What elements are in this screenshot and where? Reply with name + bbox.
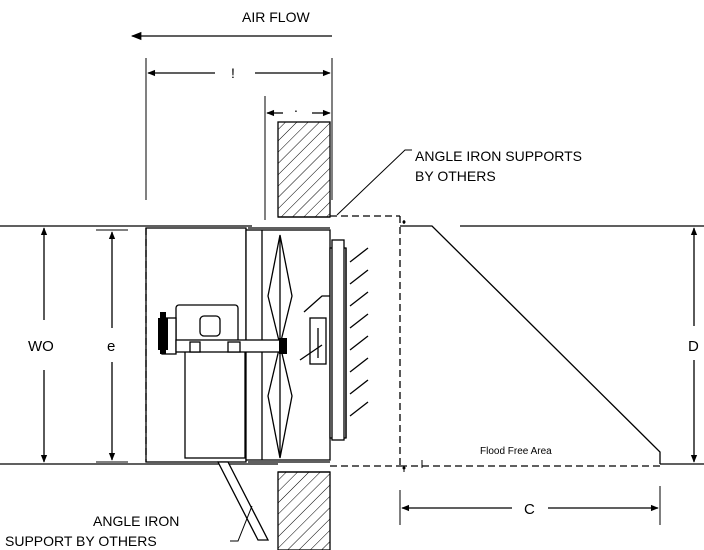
e-label: e (107, 338, 115, 355)
wall-hatch-top (277, 121, 331, 218)
wall-thickness-dimension: . (264, 96, 333, 220)
top-outer-dim-label: ! (231, 65, 235, 81)
angle-iron-support-bottom: ANGLE IRON SUPPORT BY OTHERS (5, 461, 270, 549)
angle-iron-supports-line2: BY OTHERS (415, 168, 496, 184)
air-flow-indicator: AIR FLOW (130, 9, 332, 41)
lower-box (184, 349, 246, 459)
angle-iron-support-line2: SUPPORT BY OTHERS (5, 533, 157, 549)
hood-outline (330, 215, 661, 472)
top-outer-dimension: ! (145, 58, 333, 200)
wall (277, 121, 331, 550)
e-dimension: e (96, 229, 128, 463)
reference-lines (0, 225, 704, 465)
d-dimension: D (688, 227, 699, 463)
wall-thickness-label: . (294, 99, 298, 115)
c-dimension: C (399, 486, 661, 525)
motor-icon (158, 304, 287, 355)
angle-iron-supports-callout: ANGLE IRON SUPPORTS BY OTHERS (336, 148, 582, 216)
wo-label: WO (28, 338, 54, 355)
angle-iron-support-line1: ANGLE IRON (93, 513, 179, 529)
flood-free-area-label: Flood Free Area (480, 446, 552, 457)
wo-dimension: WO (28, 227, 54, 463)
louver-assembly (299, 239, 369, 441)
c-label: C (524, 501, 535, 518)
angle-iron-supports-line1: ANGLE IRON SUPPORTS (415, 148, 582, 164)
wall-hatch-bottom (277, 471, 331, 550)
d-label: D (688, 338, 699, 355)
air-flow-label: AIR FLOW (242, 9, 310, 25)
